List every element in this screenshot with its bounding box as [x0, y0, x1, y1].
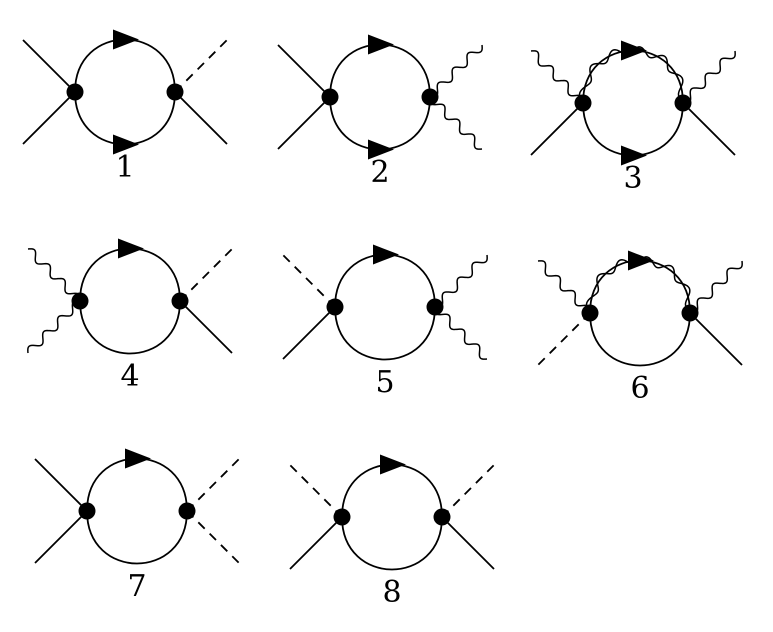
loop-bottom-propagator	[334, 306, 436, 361]
lower-right-leg-photon-line	[429, 96, 483, 150]
diagram-label: 2	[370, 155, 389, 190]
lower-right-leg-solid-line	[174, 91, 228, 145]
loop-top-propagator	[74, 38, 176, 93]
loop-top-propagator	[86, 457, 188, 512]
upper-left-leg-dashed-line	[282, 254, 336, 308]
upper-left-leg-dashed-line	[289, 464, 343, 518]
upper-right-leg-photon-line	[682, 50, 736, 104]
diagram-label: 5	[375, 365, 394, 400]
diagram-label: 7	[127, 569, 146, 604]
bottom-arrow-icon	[368, 139, 394, 160]
feynman-diagram: 3	[530, 40, 736, 196]
left-vertex	[333, 508, 351, 526]
loop-bottom-propagator	[79, 300, 181, 355]
top-arrow-icon	[621, 40, 647, 61]
loop-top-propagator	[341, 463, 443, 518]
lower-left-leg-solid-line	[34, 510, 88, 564]
upper-left-leg-photon-line	[530, 50, 584, 104]
top-arrow-icon	[118, 238, 144, 259]
loop-bottom-propagator	[86, 510, 188, 565]
left-vertex	[71, 292, 89, 310]
right-vertex	[166, 83, 184, 101]
upper-left-leg-solid-line	[277, 44, 331, 98]
left-vertex	[581, 304, 599, 322]
right-vertex	[426, 298, 444, 316]
top-arrow-icon	[380, 454, 406, 475]
top-arrow-icon	[113, 29, 139, 50]
left-vertex	[78, 502, 96, 520]
left-vertex	[321, 88, 339, 106]
lower-right-leg-solid-line	[689, 312, 743, 366]
diagram-label: 1	[115, 150, 134, 185]
lower-left-leg-dashed-line	[537, 312, 591, 366]
upper-right-leg-photon-line	[434, 254, 488, 308]
upper-right-leg-dashed-line	[441, 464, 495, 518]
feynman-diagram: 1	[22, 29, 228, 185]
feynman-diagram: 6	[537, 250, 743, 406]
loop-bottom-propagator	[329, 96, 431, 151]
right-vertex	[178, 502, 196, 520]
top-arrow-icon	[368, 34, 394, 55]
feynman-diagram: 5	[282, 244, 488, 400]
feynman-diagram: 2	[277, 34, 483, 190]
diagram-label: 3	[623, 161, 642, 196]
loop-bottom-propagator	[341, 516, 443, 571]
feynman-diagram: 8	[289, 454, 495, 610]
loop-bottom-propagator	[582, 102, 684, 157]
left-vertex	[574, 94, 592, 112]
upper-right-leg-dashed-line	[179, 248, 233, 302]
left-vertex	[326, 298, 344, 316]
upper-right-leg-dashed-line	[186, 458, 240, 512]
upper-left-leg-photon-line	[537, 260, 591, 314]
upper-right-leg-photon-line	[689, 260, 743, 314]
loop-bottom-propagator	[589, 312, 691, 367]
lower-left-leg-solid-line	[22, 91, 76, 145]
lower-right-leg-dashed-line	[186, 510, 240, 564]
lower-left-leg-photon-line	[27, 300, 81, 354]
lower-left-leg-solid-line	[530, 102, 584, 156]
lower-right-leg-solid-line	[682, 102, 736, 156]
loop-bottom-propagator	[74, 91, 176, 146]
bottom-arrow-icon	[113, 134, 139, 155]
diagram-label: 8	[382, 575, 401, 610]
lower-right-leg-solid-line	[441, 516, 495, 570]
top-arrow-icon	[373, 244, 399, 265]
loop-top-propagator	[589, 259, 691, 314]
right-vertex	[433, 508, 451, 526]
diagram-label: 6	[630, 371, 649, 406]
diagram-label: 4	[120, 359, 139, 394]
lower-right-leg-photon-line	[434, 306, 488, 360]
upper-left-leg-solid-line	[34, 458, 88, 512]
upper-left-leg-photon-line	[27, 248, 81, 302]
loop-top-propagator	[79, 247, 181, 302]
left-vertex	[66, 83, 84, 101]
feynman-diagram: 7	[34, 448, 240, 604]
upper-left-leg-solid-line	[22, 39, 76, 93]
upper-right-leg-photon-line	[429, 44, 483, 98]
lower-left-leg-solid-line	[282, 306, 336, 360]
bottom-arrow-icon	[621, 145, 647, 166]
lower-left-leg-solid-line	[289, 516, 343, 570]
loop-top-propagator	[582, 49, 684, 104]
loop-top-propagator	[334, 253, 436, 308]
right-vertex	[674, 94, 692, 112]
feynman-diagram: 4	[27, 238, 233, 394]
right-vertex	[681, 304, 699, 322]
lower-left-leg-solid-line	[277, 96, 331, 150]
upper-right-leg-dashed-line	[174, 39, 228, 93]
right-vertex	[171, 292, 189, 310]
top-arrow-icon	[125, 448, 151, 469]
top-arrow-icon	[628, 250, 654, 271]
right-vertex	[421, 88, 439, 106]
lower-right-leg-solid-line	[179, 300, 233, 354]
loop-top-propagator	[329, 43, 431, 98]
